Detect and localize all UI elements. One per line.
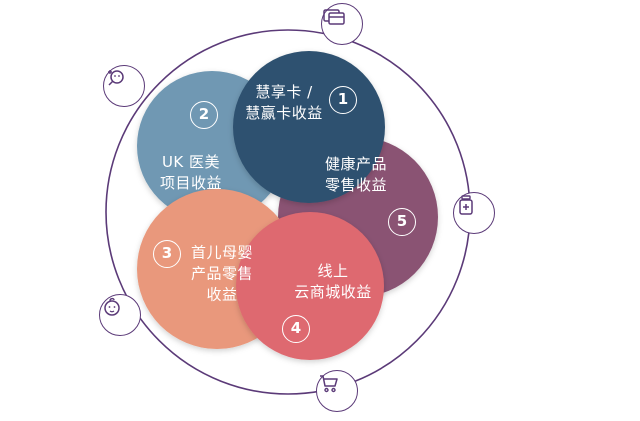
segment-3-number: 3: [153, 240, 181, 268]
segment-1-number: 1: [329, 86, 357, 114]
shopping-cart-icon: [320, 375, 338, 393]
segment-2-number: 2: [190, 101, 218, 129]
segment-4-label: 线上 云商城收益: [294, 262, 372, 301]
shopping-cart-icon-node: [316, 370, 358, 412]
segment-3-label: 首儿母婴 产品零售 收益: [190, 243, 254, 304]
segment-5-number: 5: [388, 208, 416, 236]
baby-icon-node: [99, 294, 141, 336]
segment-2-label: UK 医美 项目收益: [159, 153, 223, 192]
medicine-bottle-icon-node: [453, 192, 495, 234]
segment-1-label: 慧享卡 / 慧赢卡收益: [245, 83, 323, 122]
card-icon-node: [321, 3, 363, 45]
beauty-treatment-icon-node: [103, 65, 145, 107]
medicine-bottle-icon: [459, 195, 473, 215]
card-icon: [323, 9, 345, 25]
segment-4-number: 4: [282, 315, 310, 343]
baby-icon: [104, 297, 120, 316]
beauty-treatment-icon: [108, 70, 124, 86]
segment-4-circle: [236, 212, 384, 360]
segment-5-label: 健康产品 零售收益: [324, 155, 388, 194]
